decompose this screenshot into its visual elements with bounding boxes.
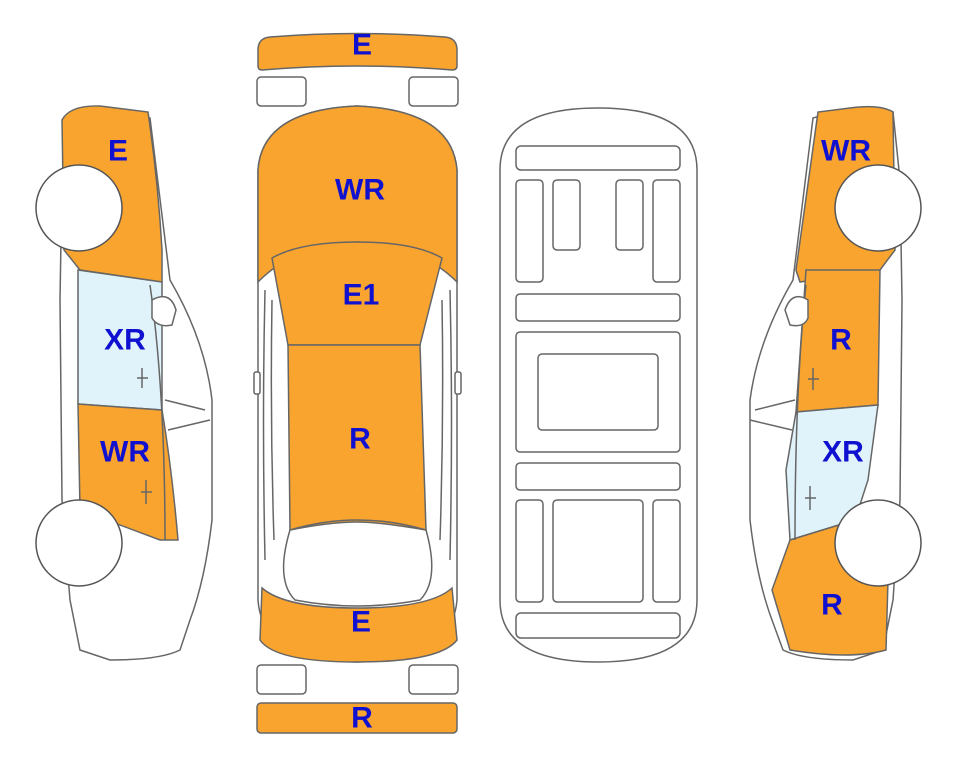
label-windshield: E1 <box>343 279 380 312</box>
label-front-bumper: E <box>352 29 372 62</box>
top-left-side-lines <box>262 289 275 561</box>
right-rear-wheel <box>834 499 922 587</box>
rear-window-outline <box>282 519 433 607</box>
underbody-rear-left-rail <box>515 499 544 603</box>
right-handle-front <box>808 368 819 390</box>
top-right-side-lines <box>439 289 453 561</box>
underbody-center-panel <box>537 353 659 431</box>
right-side-view <box>749 105 922 661</box>
left-handle-rear <box>141 480 152 504</box>
right-mirror-top <box>454 371 462 395</box>
front-left-headlight <box>256 76 307 107</box>
underbody-rear-right-rail <box>652 499 681 603</box>
left-front-wheel <box>35 164 123 252</box>
left-mirror <box>151 295 177 327</box>
left-handle-front <box>137 368 148 388</box>
label-roof: R <box>349 423 371 456</box>
front-bumper-panel <box>257 32 458 71</box>
label-right-rear-quarter: R <box>821 589 843 622</box>
underbody-outline <box>499 107 698 663</box>
underbody-right-rail <box>652 179 681 283</box>
underbody-tail-bar <box>515 612 681 639</box>
label-right-rear-window: XR <box>822 436 864 469</box>
label-hood: WR <box>335 174 385 207</box>
damage-labels: E XR WR E WR E1 R E R WR R XR R <box>100 29 871 735</box>
label-rear-bumper: R <box>351 702 373 735</box>
right-side-body-outline <box>749 106 903 661</box>
label-left-front-fender: E <box>108 135 128 168</box>
underbody-front-right-pocket <box>615 179 644 251</box>
rear-right-taillight <box>408 664 459 695</box>
trunk-panel <box>259 586 458 663</box>
underbody-mid-bar <box>515 293 681 322</box>
right-mirror <box>784 295 809 327</box>
underbody-front-bar <box>515 145 681 171</box>
windshield-panel <box>271 241 443 346</box>
underbody-rear-bar <box>515 462 681 491</box>
roof-panel <box>287 344 427 531</box>
left-mirror-top <box>253 371 261 395</box>
left-inner-seat-line <box>164 399 211 431</box>
label-left-rear-door: WR <box>100 436 150 469</box>
left-rear-wheel <box>35 499 123 587</box>
right-front-wheel <box>834 164 922 252</box>
label-right-front-door: R <box>830 324 852 357</box>
label-right-front-fender: WR <box>821 135 871 168</box>
left-rear-door-panel <box>77 403 179 541</box>
label-left-front-window: XR <box>104 324 146 357</box>
underbody-rear-center-panel <box>552 499 644 603</box>
underbody-left-rail <box>515 179 544 283</box>
top-view <box>253 32 462 734</box>
right-handle-rear <box>805 486 816 510</box>
underbody-view <box>499 107 698 663</box>
label-trunk: E <box>351 606 371 639</box>
right-inner-seat-line <box>749 399 796 431</box>
front-right-headlight <box>408 76 459 107</box>
rear-bumper-panel <box>256 702 458 734</box>
left-side-body-outline <box>59 106 213 661</box>
left-side-view <box>35 105 213 661</box>
underbody-front-left-pocket <box>552 179 581 251</box>
rear-left-taillight <box>256 664 307 695</box>
